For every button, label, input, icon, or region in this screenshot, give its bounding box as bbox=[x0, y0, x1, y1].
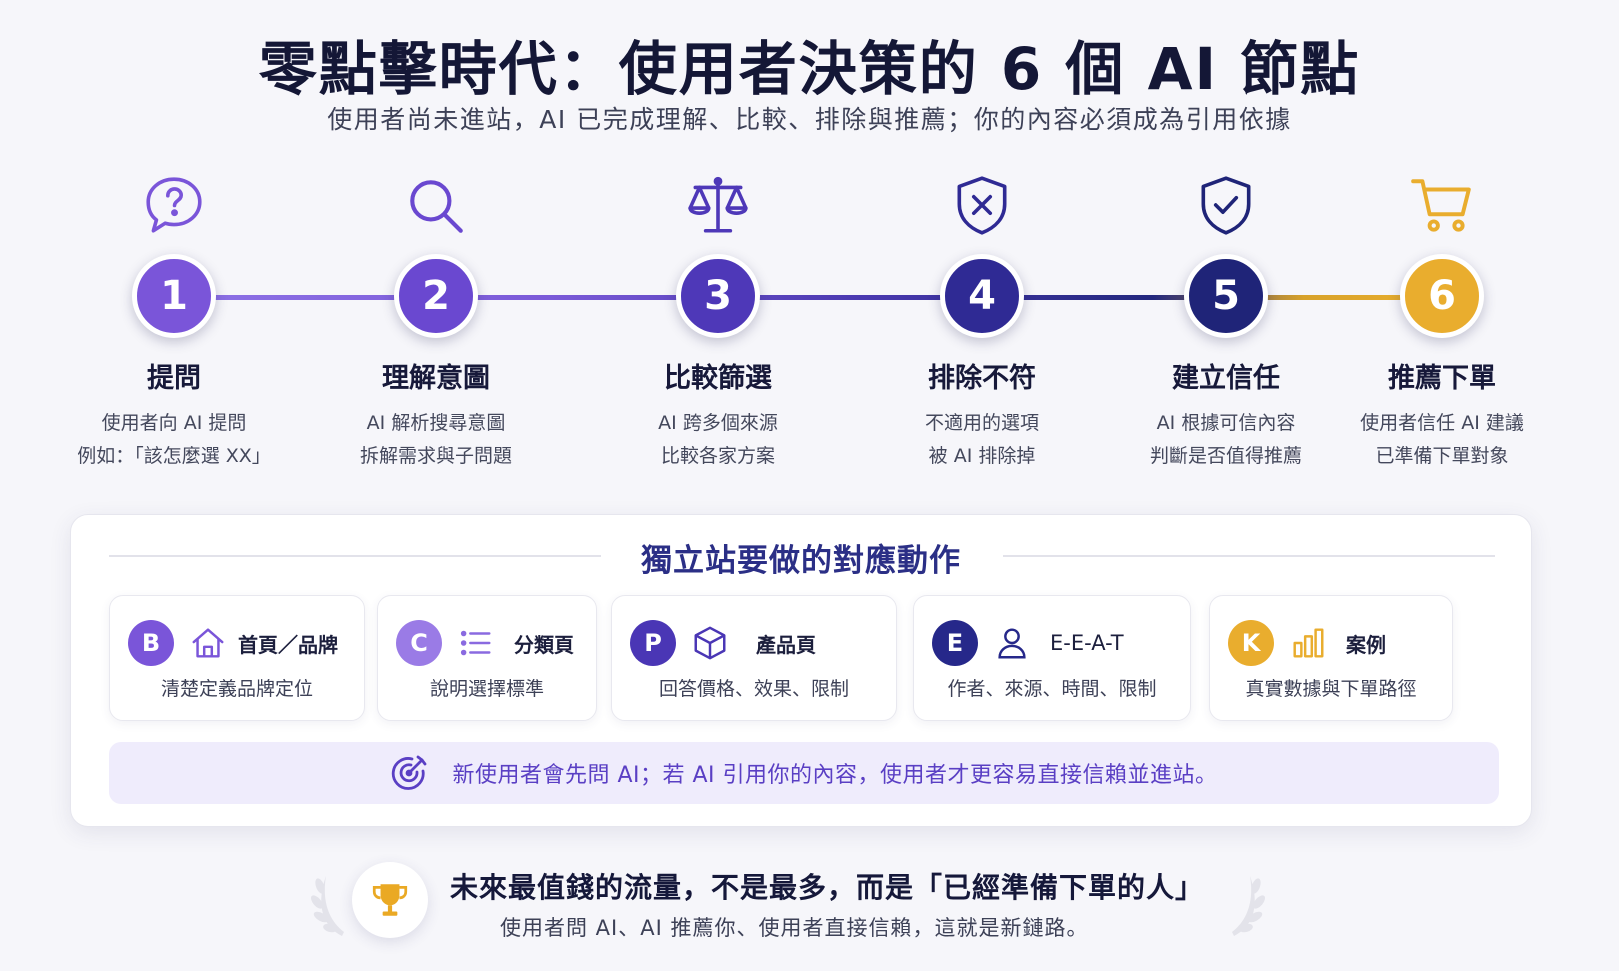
balance-scale-icon bbox=[603, 170, 833, 242]
page-title: 零點擊時代：使用者決策的 6 個 AI 節點 bbox=[258, 35, 1361, 103]
note-bar: 新使用者會先問 AI；若 AI 引用你的內容，使用者才更容易直接信賴並進站。 bbox=[109, 742, 1499, 804]
step-desc-line: 例如：「該怎麼選 XX」 bbox=[77, 445, 271, 467]
target-icon bbox=[390, 753, 430, 793]
trophy-badge bbox=[352, 862, 428, 938]
card-description: 清楚定義品牌定位 bbox=[160, 678, 313, 700]
action-card-brand: B 首頁／品牌 清楚定義品牌定位 bbox=[109, 595, 365, 721]
action-card-product: P 產品頁 回答價格、效果、限制 bbox=[611, 595, 897, 721]
search-icon bbox=[321, 170, 551, 242]
action-card-case: K 案例 真實數據與下單路徑 bbox=[1209, 595, 1453, 721]
divider bbox=[1003, 555, 1495, 557]
note-text: 新使用者會先問 AI；若 AI 引用你的內容，使用者才更容易直接信賴並進站。 bbox=[452, 763, 1218, 788]
card-badge: K bbox=[1228, 620, 1274, 666]
step-description: 不適用的選項 被 AI 排除掉 bbox=[867, 407, 1097, 473]
step-desc-line: 已準備下單對象 bbox=[1375, 445, 1509, 467]
user-icon bbox=[992, 623, 1032, 663]
step-desc-line: AI 解析搜尋意圖 bbox=[366, 412, 506, 434]
step-desc-line: 不適用的選項 bbox=[924, 412, 1039, 434]
list-icon bbox=[456, 623, 496, 663]
step-3: 3 比較篩選 AI 跨多個來源 比較各家方案 bbox=[603, 170, 833, 473]
step-number: 3 bbox=[676, 254, 760, 338]
bar-chart-icon bbox=[1288, 623, 1328, 663]
laurel-right-icon bbox=[1232, 876, 1265, 936]
step-desc-line: 拆解需求與子問題 bbox=[359, 445, 512, 467]
step-description: 使用者向 AI 提問 例如：「該怎麼選 XX」 bbox=[59, 407, 289, 473]
page-subtitle: 使用者尚未進站，AI 已完成理解、比較、排除與推薦；你的內容必須成為引用依據 bbox=[327, 105, 1292, 134]
laurel-left-icon bbox=[311, 876, 344, 936]
step-desc-line: AI 根據可信內容 bbox=[1156, 412, 1296, 434]
card-title: 分類頁 bbox=[514, 632, 574, 657]
step-title: 比較篩選 bbox=[664, 363, 772, 394]
box-icon bbox=[690, 623, 730, 663]
shield-x-icon bbox=[867, 170, 1097, 242]
footer-title: 未來最值錢的流量，不是最多，而是「已經準備下單的人」 bbox=[450, 871, 1205, 904]
card-description: 回答價格、效果、限制 bbox=[658, 678, 849, 700]
step-4: 4 排除不符 不適用的選項 被 AI 排除掉 bbox=[867, 170, 1097, 473]
card-badge: P bbox=[630, 620, 676, 666]
cart-icon bbox=[1327, 170, 1557, 242]
step-1: 1 提問 使用者向 AI 提問 例如：「該怎麼選 XX」 bbox=[59, 170, 289, 473]
step-desc-line: 比較各家方案 bbox=[660, 445, 775, 467]
card-title: E-E-A-T bbox=[1050, 631, 1124, 655]
card-title: 產品頁 bbox=[756, 632, 816, 657]
action-card-category: C 分類頁 說明選擇標準 bbox=[377, 595, 597, 721]
step-number: 2 bbox=[394, 254, 478, 338]
card-badge: E bbox=[932, 620, 978, 666]
divider bbox=[109, 555, 601, 557]
step-number: 1 bbox=[132, 254, 216, 338]
step-5: 5 建立信任 AI 根據可信內容 判斷是否值得推薦 bbox=[1111, 170, 1341, 473]
step-title: 理解意圖 bbox=[382, 363, 490, 394]
footer-subtitle: 使用者問 AI、AI 推薦你、使用者直接信賴，這就是新鏈路。 bbox=[500, 916, 1089, 940]
trophy-icon bbox=[372, 884, 408, 916]
step-desc-line: 使用者向 AI 提問 bbox=[101, 412, 247, 434]
step-number: 4 bbox=[940, 254, 1024, 338]
card-badge: C bbox=[396, 620, 442, 666]
step-number: 6 bbox=[1400, 254, 1484, 338]
step-description: AI 跨多個來源 比較各家方案 bbox=[603, 407, 833, 473]
action-card-eeat: E E-E-A-T 作者、來源、時間、限制 bbox=[913, 595, 1191, 721]
step-2: 2 理解意圖 AI 解析搜尋意圖 拆解需求與子問題 bbox=[321, 170, 551, 473]
step-title: 提問 bbox=[147, 363, 201, 394]
step-desc-line: AI 跨多個來源 bbox=[658, 412, 778, 434]
card-title: 案例 bbox=[1346, 632, 1386, 657]
step-description: 使用者信任 AI 建議 已準備下單對象 bbox=[1327, 407, 1557, 473]
step-6: 6 推薦下單 使用者信任 AI 建議 已準備下單對象 bbox=[1327, 170, 1557, 473]
shield-check-icon bbox=[1111, 170, 1341, 242]
step-description: AI 根據可信內容 判斷是否值得推薦 bbox=[1111, 407, 1341, 473]
home-icon bbox=[188, 623, 228, 663]
step-description: AI 解析搜尋意圖 拆解需求與子問題 bbox=[321, 407, 551, 473]
card-description: 作者、來源、時間、限制 bbox=[947, 678, 1157, 700]
card-description: 真實數據與下單路徑 bbox=[1245, 678, 1417, 700]
steps-track bbox=[170, 295, 1430, 300]
actions-panel: 獨立站要做的對應動作 B 首頁／品牌 清楚定義品牌定位 C bbox=[70, 514, 1532, 827]
question-bubble-icon bbox=[59, 170, 289, 242]
card-title: 首頁／品牌 bbox=[238, 632, 338, 657]
step-desc-line: 使用者信任 AI 建議 bbox=[1360, 412, 1524, 434]
step-title: 推薦下單 bbox=[1388, 363, 1496, 394]
step-number: 5 bbox=[1184, 254, 1268, 338]
card-badge: B bbox=[128, 620, 174, 666]
step-title: 排除不符 bbox=[928, 363, 1036, 394]
panel-heading: 獨立站要做的對應動作 bbox=[641, 543, 961, 579]
card-description: 說明選擇標準 bbox=[429, 678, 544, 700]
step-desc-line: 被 AI 排除掉 bbox=[928, 445, 1036, 467]
step-desc-line: 判斷是否值得推薦 bbox=[1149, 445, 1302, 467]
step-title: 建立信任 bbox=[1172, 363, 1280, 394]
